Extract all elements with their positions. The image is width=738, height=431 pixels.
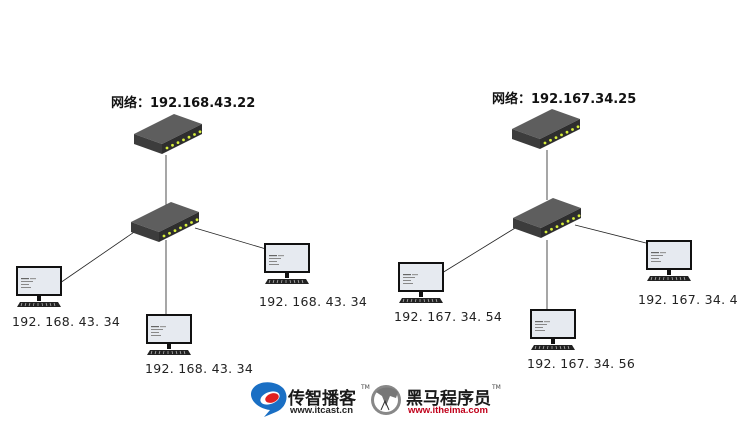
computer-icon [397, 261, 445, 304]
trademark: TM [492, 384, 501, 391]
host-ip-label: 192. 168. 43. 34 [259, 294, 368, 309]
itcast-name: 传智播客 [288, 389, 356, 409]
host-ip-label: 192. 167. 34. 45 [638, 292, 738, 307]
itcast-logo-icon [250, 382, 287, 417]
host-ip-label: 192. 168. 43. 34 [145, 361, 254, 376]
itheima-url: www.itheima.com [408, 405, 488, 416]
switch-icon [131, 202, 199, 242]
switch-icon [513, 198, 581, 238]
trademark: TM [361, 384, 370, 391]
router-icon [134, 114, 202, 154]
link-switch-pc-right [194, 227, 267, 250]
itcast-logo: 传智播客 TM www.itcast.cn [288, 384, 370, 420]
computer-icon [145, 313, 193, 356]
link-switch-pc-left [441, 224, 521, 274]
network-title: 网络：192.168.43.22 [111, 96, 256, 111]
net2-links [441, 150, 647, 310]
computer-icon [263, 242, 311, 285]
computer-icon [15, 265, 63, 308]
link-switch-pc-right [574, 224, 647, 244]
computer-icon [529, 308, 577, 351]
itheima-logo-icon [371, 385, 401, 415]
network-title: 网络：192.167.34.25 [492, 92, 637, 107]
link-switch-pc-left [59, 227, 141, 284]
host-ip-label: 192. 168. 43. 34 [12, 314, 121, 329]
host-ip-label: 192. 167. 34. 54 [394, 309, 503, 324]
computer-icon [645, 239, 693, 282]
itheima-logo: 黑马程序员 TM www.itheima.com [406, 384, 502, 420]
net1-links [59, 155, 267, 314]
host-ip-label: 192. 167. 34. 56 [527, 356, 636, 371]
itheima-name: 黑马程序员 [406, 389, 491, 409]
router-icon [512, 109, 580, 149]
itcast-url: www.itcast.cn [290, 405, 353, 416]
